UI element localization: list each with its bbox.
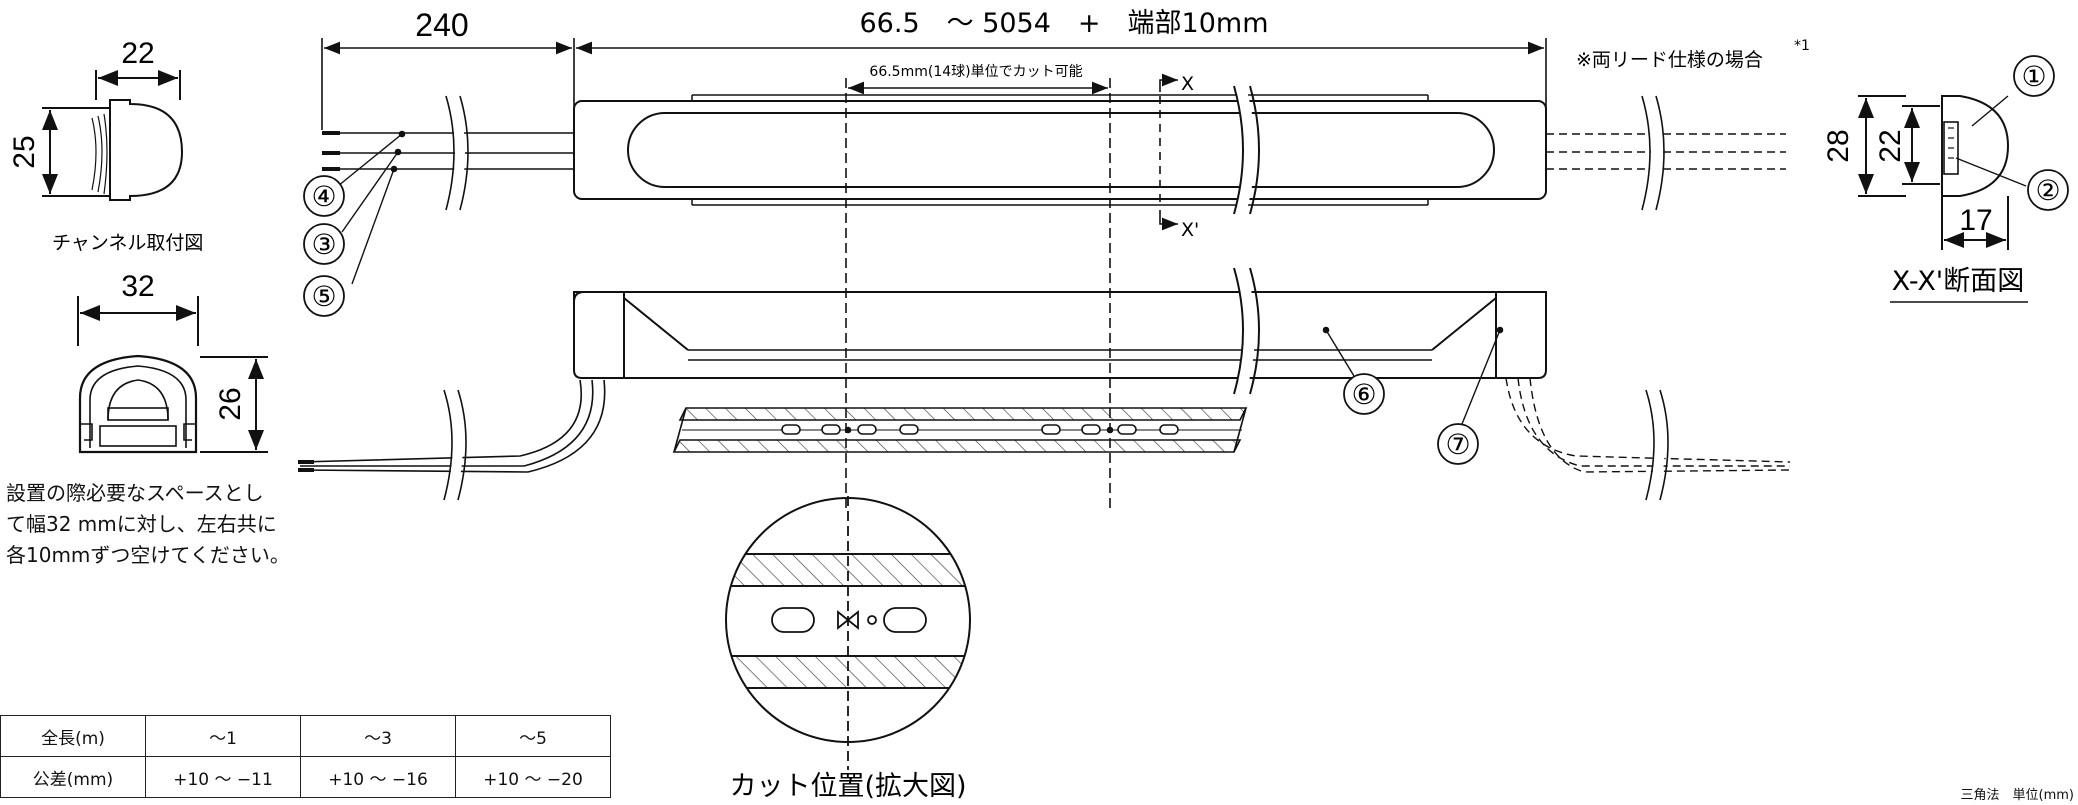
detail-caption: カット位置(拡大図) <box>729 771 966 802</box>
led-bar-side-view <box>573 267 1547 395</box>
channel-caption: チャンネル取付図 <box>52 232 203 254</box>
tolerance-header-cell: ～1 <box>145 715 301 757</box>
callout-2: ② <box>2035 175 2060 206</box>
section-outer-height: 28 <box>1822 129 1855 162</box>
double-lead-superscript: *1 <box>1794 38 1810 54</box>
callout-bubbles <box>303 55 2069 465</box>
callout-5: ⑤ <box>311 281 336 312</box>
double-lead-note: ※両リード仕様の場合 <box>1576 49 1763 71</box>
section-mark-top: X <box>1181 73 1194 95</box>
install-note-line-2: て幅32 mmに対し、左右共に <box>6 512 277 536</box>
cut-position-detail <box>725 496 971 770</box>
section-depth: 17 <box>1959 204 1992 237</box>
callout-6: ⑥ <box>1351 379 1376 410</box>
mount-width-label: 32 <box>121 270 154 303</box>
mount-height-label: 26 <box>214 387 247 420</box>
install-note-line-1: 設置の際必要なスペースとし <box>6 481 264 505</box>
tolerance-value-row: 公差(mm) +10 ～ −11 +10 ～ −16 +10 ～ −20 <box>0 756 611 798</box>
tolerance-header-cell: ～5 <box>455 715 611 757</box>
pcb-strip <box>672 407 1248 453</box>
lead-wires-right-dashed <box>1546 133 1786 170</box>
callout-1: ① <box>2021 61 2046 92</box>
lead-wires-right-break <box>1641 94 1665 212</box>
callout-7: ⑦ <box>1445 429 1470 460</box>
projection-unit-note: 三角法 単位(mm) <box>1960 788 2074 803</box>
section-mark-bottom: X' <box>1181 219 1199 241</box>
channel-height-label: 25 <box>8 135 41 168</box>
section-caption: X-X'断面図 <box>1892 266 2024 297</box>
tolerance-header-cell: 全長(m) <box>0 715 146 757</box>
tolerance-value-cell: +10 ～ −20 <box>455 756 611 798</box>
callout-4: ④ <box>311 181 336 212</box>
tolerance-header-cell: ～3 <box>300 715 456 757</box>
tolerance-table: 全長(m) ～1 ～3 ～5 公差(mm) +10 ～ −11 +10 ～ −1… <box>0 715 611 798</box>
mount-section-view <box>77 296 268 454</box>
tolerance-value-cell: +10 ～ −16 <box>300 756 456 798</box>
cut-unit-label: 66.5mm(14球)単位でカット可能 <box>869 64 1082 80</box>
channel-mount-view <box>42 70 184 201</box>
install-note: 設置の際必要なスペースとし て幅32 mmに対し、左右共に 各10mmずつ空けて… <box>6 478 296 571</box>
led-bar-top-view <box>573 85 1547 215</box>
section-inner-height: 22 <box>1874 129 1907 162</box>
install-note-line-3: 各10mmずつ空けてください。 <box>6 543 290 567</box>
side-wires-right-break <box>1645 388 1669 502</box>
length-range-label: 66.5 ～ 5054 + 端部10mm <box>860 8 1269 39</box>
channel-width-label: 22 <box>121 37 154 70</box>
tolerance-value-cell: +10 ～ −11 <box>145 756 301 798</box>
side-wires-right-dashed <box>1505 377 1791 473</box>
lead-length-label: 240 <box>415 7 468 43</box>
lead-wires-left <box>322 94 574 212</box>
side-wires-left <box>298 379 606 502</box>
callout-3: ③ <box>311 229 336 260</box>
tolerance-value-cell: 公差(mm) <box>0 756 146 798</box>
callout-leaders-side <box>1322 326 1504 425</box>
cross-section-view <box>1858 95 2028 303</box>
tolerance-header-row: 全長(m) ～1 ～3 ～5 <box>0 715 611 757</box>
callout-leaders-left <box>337 130 406 285</box>
